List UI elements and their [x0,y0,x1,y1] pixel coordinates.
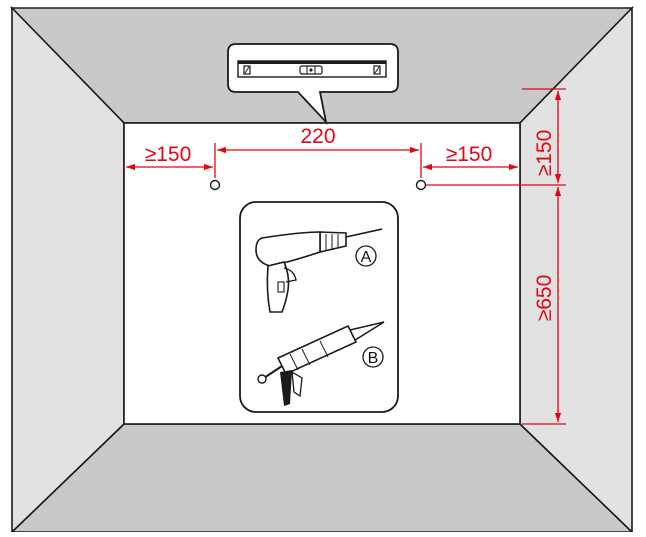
caulk-gun-icon [257,321,385,406]
dimension-lines [126,88,566,425]
dim-right-clearance: ≥150 [446,143,493,166]
tools-panel: A B [239,201,399,413]
drill-marker [355,245,377,267]
spirit-level-callout [227,43,399,125]
spirit-level-icon [237,60,387,78]
dim-floor-clearance: ≥650 [533,275,556,322]
drill-marker-label: A [361,249,372,266]
caulk-gun-marker-label: B [368,350,379,367]
drill-icon [255,228,383,313]
caulk-gun-marker [362,346,384,368]
dim-top-clearance: ≥150 [533,130,556,177]
dim-left-clearance: ≥150 [145,143,192,166]
dim-hole-spacing: 220 [300,125,335,148]
drill-hole-right [415,179,427,191]
drill-hole-left [209,179,221,191]
